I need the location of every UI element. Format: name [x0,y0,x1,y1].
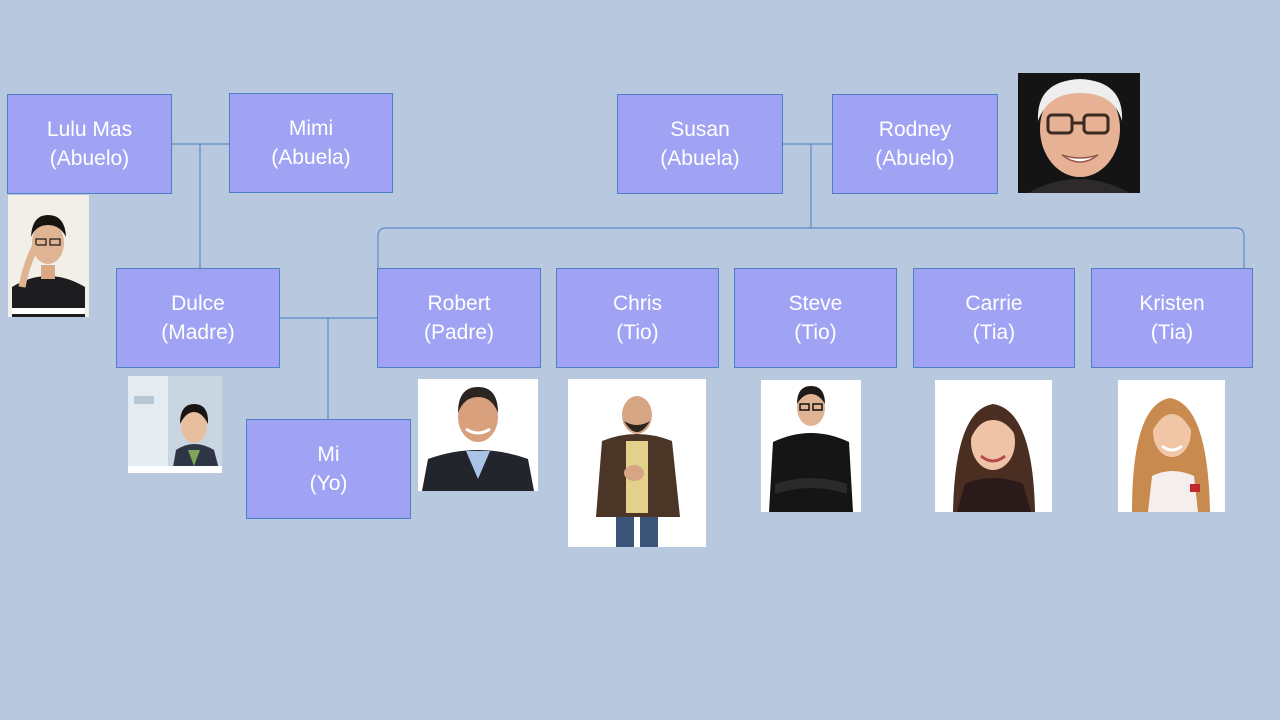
member-name: Mimi [288,117,334,140]
member-role: (Yo) [309,472,348,495]
member-role: (Abuela) [271,146,351,169]
member-box-mi: Mi (Yo) [246,419,411,519]
member-role: (Tio) [616,321,659,344]
member-role: (Tia) [1150,321,1194,344]
member-name: Susan [670,118,730,141]
member-box-chris: Chris (Tio) [556,268,719,368]
portrait-woman-blonde [1118,380,1225,512]
member-role: (Tio) [794,321,837,344]
member-name: Dulce [171,292,225,315]
portrait-young-man-glasses [8,195,89,317]
portrait-woman-uniform [128,376,222,473]
portrait-woman-brown-hair [935,380,1052,512]
member-name: Chris [612,292,662,315]
member-box-carrie: Carrie (Tia) [913,268,1075,368]
portrait-man-brown-jacket [568,379,706,547]
member-box-kristen: Kristen (Tia) [1091,268,1253,368]
photo-robert [418,379,538,491]
member-role: (Abuela) [660,147,740,170]
member-name: Mi [317,443,340,466]
photo-chris [568,379,706,547]
member-box-lulu: Lulu Mas (Abuelo) [7,94,172,194]
member-role: (Tia) [972,321,1016,344]
photo-kristen [1118,380,1225,512]
member-role: (Abuelo) [49,147,130,170]
member-box-robert: Robert (Padre) [377,268,541,368]
photo-rodney [1018,73,1140,193]
member-box-dulce: Dulce (Madre) [116,268,280,368]
member-role: (Madre) [161,321,235,344]
member-name: Rodney [878,118,952,141]
member-role: (Padre) [423,321,495,344]
member-box-rodney: Rodney (Abuelo) [832,94,998,194]
member-name: Kristen [1139,292,1205,315]
member-name: Carrie [965,292,1023,315]
member-name: Robert [427,292,491,315]
member-box-steve: Steve (Tio) [734,268,897,368]
portrait-elderly-man-glasses [1018,73,1140,193]
photo-carrie [935,380,1052,512]
member-role: (Abuelo) [875,147,955,170]
portrait-man-suit [418,379,538,491]
photo-lulu [8,195,89,317]
photo-steve [761,380,861,512]
photo-dulce [128,376,222,473]
member-box-susan: Susan (Abuela) [617,94,783,194]
portrait-man-black-sweater [761,380,861,512]
member-name: Steve [788,292,843,315]
connector-siblings-bar [377,227,1245,268]
member-name: Lulu Mas [46,118,133,141]
member-box-mimi: Mimi (Abuela) [229,93,393,193]
